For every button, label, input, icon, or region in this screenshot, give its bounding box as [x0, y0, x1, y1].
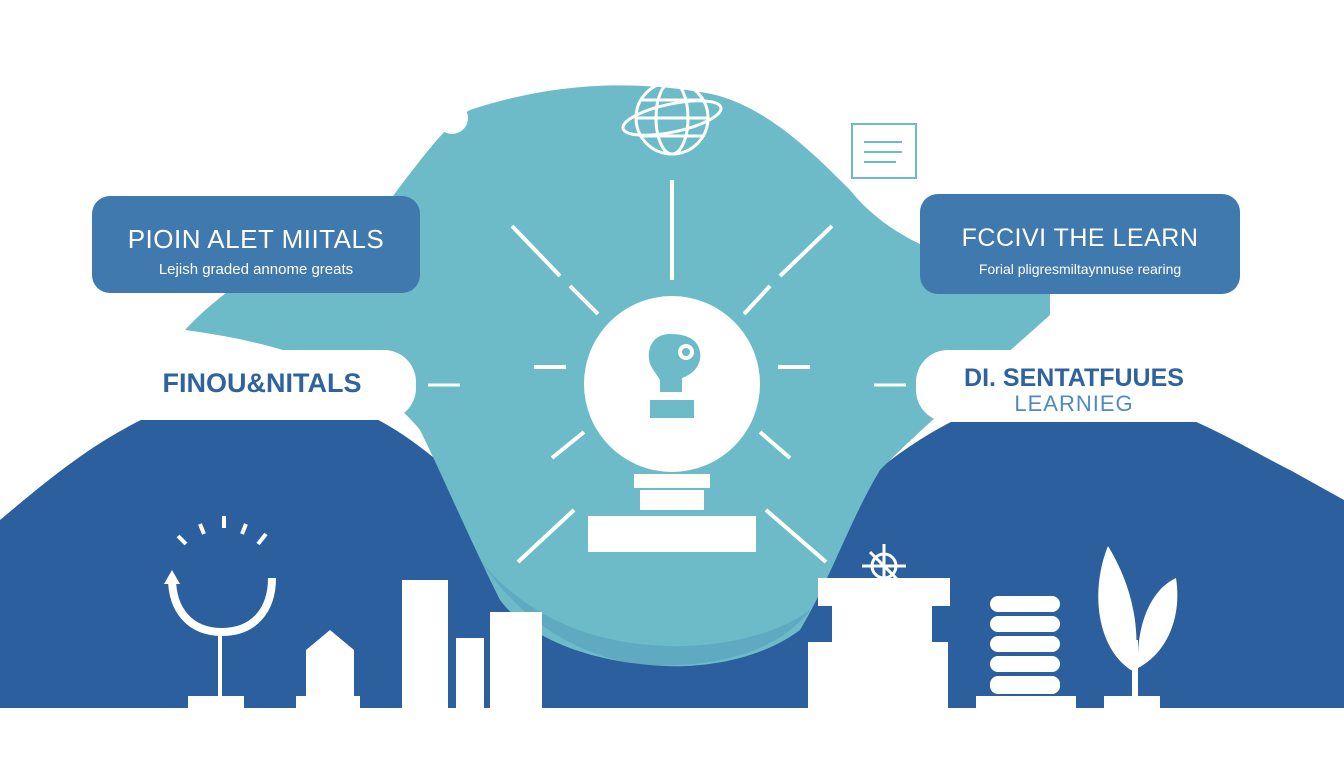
database-base [976, 696, 1076, 708]
database-icon [990, 596, 1060, 694]
top-left-title: PIOIN ALET MIITALS [127, 224, 385, 254]
top-right-title: FCCIVI THE LEARN [961, 224, 1199, 252]
person-head-icon [648, 334, 701, 418]
mid-right-title: DI. SENTATFUUES [964, 364, 1184, 392]
top-left-subtitle: Lejish graded annome greats [158, 261, 354, 278]
small-circle [436, 102, 468, 134]
magnet-base [188, 696, 244, 708]
document-icon [851, 123, 917, 179]
top-right-label-box: FCCIVI THE LEARN Forial pligresmiltaynnu… [920, 194, 1240, 294]
plant-icon [1098, 546, 1178, 708]
lightbulb-rays [510, 180, 834, 564]
top-right-subtitle: Forial pligresmiltaynnuse rearing [978, 261, 1182, 277]
mid-left-label-box: FINOU&NITALS [108, 350, 416, 420]
building-icon [296, 580, 542, 708]
magnet-icon [164, 516, 276, 696]
globe-icon [621, 80, 723, 156]
top-left-label-box: PIOIN ALET MIITALS Lejish graded annome … [92, 196, 420, 293]
machine-block [808, 578, 950, 708]
mid-right-subtitle: LEARNIEG [1014, 391, 1134, 416]
mid-right-label-box: DI. SENTATFUUES LEARNIEG [916, 350, 1232, 422]
mid-left-title: FINOU&NITALS [162, 368, 362, 398]
